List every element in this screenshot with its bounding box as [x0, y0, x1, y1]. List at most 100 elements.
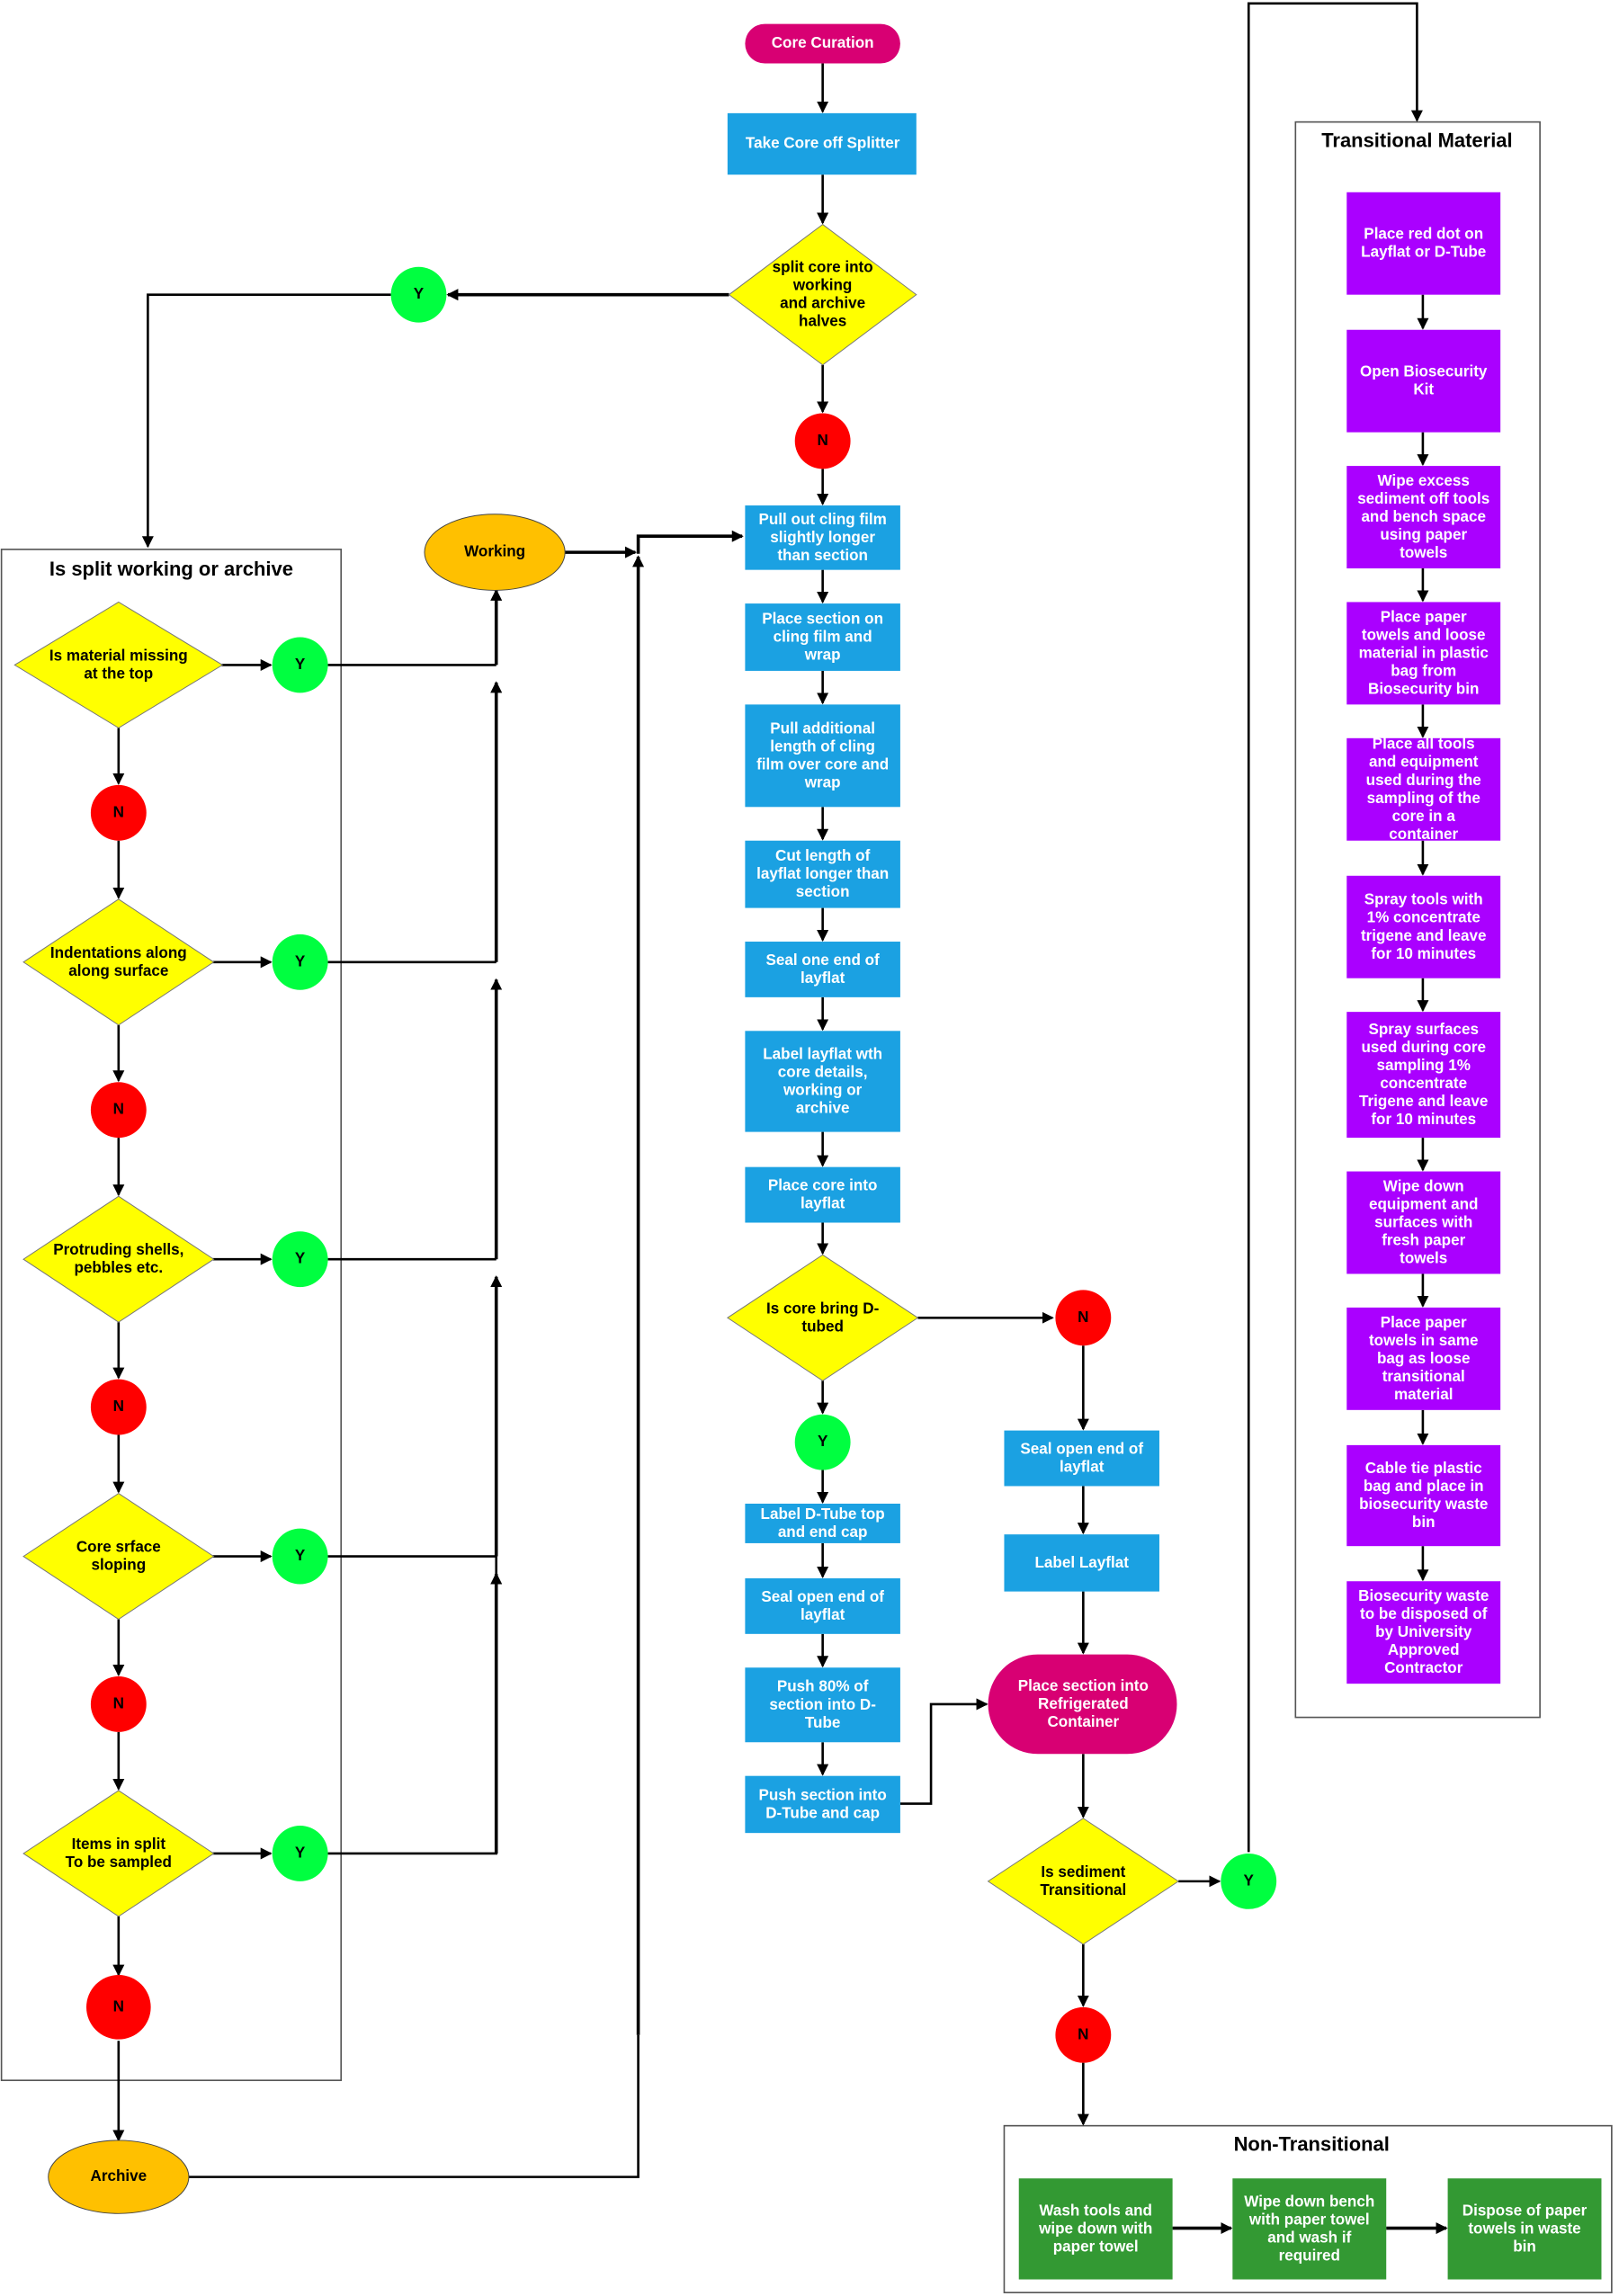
sediment-yes-node[interactable]: Y: [1221, 1853, 1277, 1909]
yes-node[interactable]: Y: [272, 1528, 328, 1585]
label-line: sampling of the: [1367, 789, 1480, 806]
yes-node-label: Y: [295, 1250, 306, 1267]
no-node[interactable]: N: [86, 1975, 151, 2040]
transitional-step-shape: [1346, 1171, 1501, 1274]
label-line: Is core bring D-: [766, 1300, 879, 1317]
no-node[interactable]: N: [90, 1676, 147, 1732]
archive-label: Archive: [90, 2167, 147, 2184]
label-line: working or: [783, 1081, 863, 1098]
label-line: Layflat or D-Tube: [1361, 243, 1486, 260]
label-line: transitional: [1382, 1367, 1465, 1384]
label-line: sampling 1%: [1377, 1057, 1471, 1074]
label-line: Place all tools: [1373, 735, 1475, 752]
label-line: required: [1279, 2247, 1340, 2264]
split-question-decision[interactable]: Protruding shells,pebbles etc.: [22, 1195, 215, 1323]
yes-node[interactable]: Y: [272, 1231, 328, 1288]
label-line: section into D-: [769, 1695, 876, 1712]
dtube-yes-node[interactable]: Y: [794, 1414, 851, 1470]
label-line: and equipment: [1369, 753, 1479, 770]
take-core-step[interactable]: Take Core off Splitter: [727, 112, 917, 175]
yes-node[interactable]: Y: [272, 934, 328, 990]
dtube-no-node[interactable]: N: [1055, 1290, 1112, 1346]
no-node[interactable]: N: [90, 1082, 147, 1139]
working-outcome[interactable]: Working: [424, 514, 566, 591]
label-line: sediment off tools: [1357, 490, 1489, 507]
yes-label: Y: [818, 1433, 828, 1450]
label-line: than section: [777, 546, 868, 563]
label-line: surfaces with: [1374, 1213, 1472, 1230]
start-terminal[interactable]: Core Curation: [745, 23, 900, 64]
label-line: bag and place in: [1364, 1478, 1484, 1495]
archive-outcome[interactable]: Archive: [48, 2140, 190, 2214]
transitional-step-shape: [1346, 737, 1501, 841]
label-line: layflat: [801, 969, 845, 986]
layflat-step-label: Label Layflat: [1035, 1553, 1130, 1570]
transitional-step-shape: [1346, 602, 1501, 705]
label-line: To be sampled: [66, 1853, 172, 1870]
sediment-no-node[interactable]: N: [1055, 2006, 1112, 2063]
dtube-decision[interactable]: Is core bring D-tubed: [726, 1254, 919, 1381]
split-no-node[interactable]: N: [794, 413, 851, 469]
no-node[interactable]: N: [90, 784, 147, 841]
label-line: for 10 minutes: [1371, 944, 1476, 961]
split-yes-node[interactable]: Y: [390, 266, 447, 323]
dtube-step-shape: [745, 1577, 900, 1634]
no-node[interactable]: N: [90, 1379, 147, 1435]
label-line: bag as loose: [1377, 1349, 1470, 1366]
label-line: Dispose of paper: [1462, 2202, 1588, 2219]
yes-node-shape: [272, 1528, 328, 1585]
yes-node-label: Y: [295, 1547, 306, 1564]
no-label: N: [817, 432, 827, 449]
yes-node[interactable]: Y: [272, 637, 328, 693]
label-line: Push 80% of: [777, 1677, 869, 1694]
transitional-step-shape: [1346, 1307, 1501, 1410]
label-line: and bench space: [1361, 508, 1486, 525]
yes-label: Y: [414, 285, 425, 302]
label-line: core in a: [1392, 807, 1456, 824]
label-line: archive: [796, 1099, 850, 1116]
label-line: container: [1389, 825, 1458, 842]
layflat-step[interactable]: Label Layflat: [1004, 1534, 1159, 1592]
yes-node[interactable]: Y: [272, 1826, 328, 1881]
